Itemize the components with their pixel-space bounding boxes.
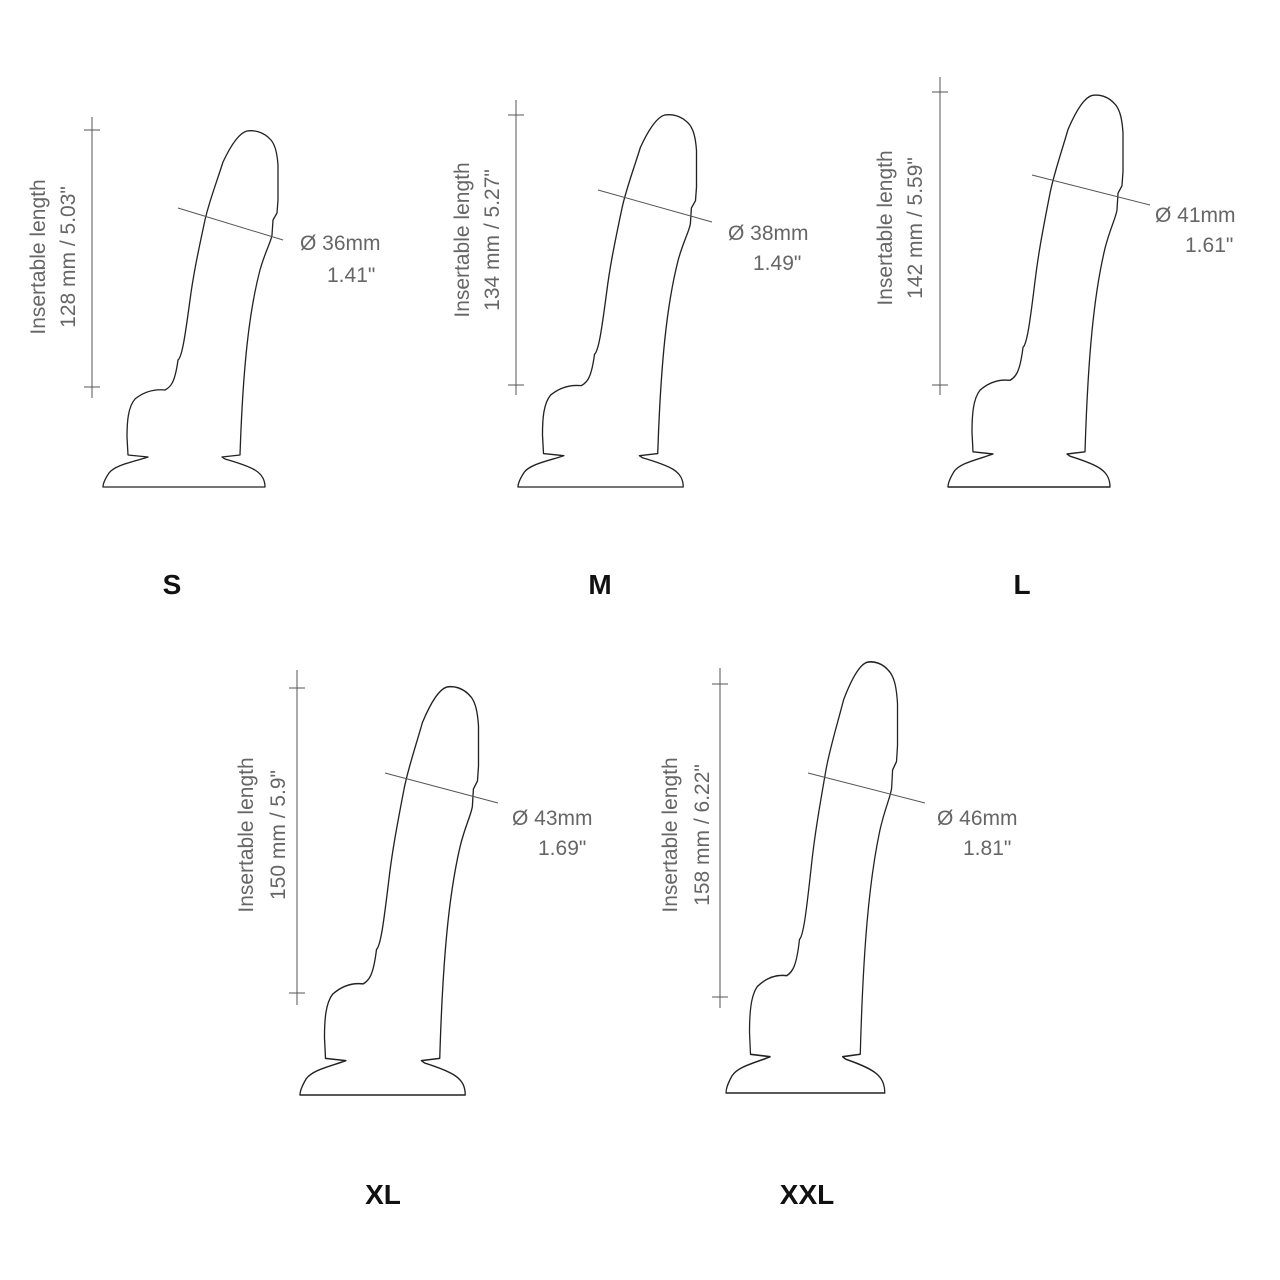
size-item-l: Insertable length 142 mm / 5.59" Ø 41mm 1.6… (874, 77, 1236, 600)
length-value: 142 mm / 5.59" (904, 157, 927, 299)
size-label: L (1013, 569, 1030, 600)
size-label: XXL (780, 1179, 834, 1210)
product-outline (725, 661, 899, 1094)
length-caption: Insertable length (27, 179, 50, 334)
diameter-line (177, 207, 284, 241)
length-value: 158 mm / 6.22" (691, 764, 714, 906)
size-label: S (163, 569, 182, 600)
diameter-inches: 1.49" (753, 252, 801, 275)
size-label: XL (365, 1179, 401, 1210)
length-caption: Insertable length (659, 757, 682, 912)
length-value: 134 mm / 5.27" (481, 169, 504, 311)
length-value: 150 mm / 5.9" (267, 770, 290, 900)
product-outline (947, 94, 1124, 488)
size-label: M (588, 569, 611, 600)
product-outline (102, 130, 279, 488)
diameter-inches: 1.61" (1185, 234, 1233, 257)
size-item-xl: Insertable length 150 mm / 5.9" Ø 43mm 1.69… (235, 670, 593, 1210)
size-item-m: Insertable length 134 mm / 5.27" Ø 38mm 1.4… (451, 100, 809, 600)
product-outline (299, 685, 480, 1096)
length-caption: Insertable length (451, 162, 474, 317)
diameter-inches: 1.41" (327, 264, 375, 287)
size-item-xxl: Insertable length 158 mm / 6.22" Ø 46mm 1.8… (659, 661, 1018, 1210)
diameter-line (1031, 174, 1151, 206)
length-caption: Insertable length (235, 757, 258, 912)
diameter-mm: Ø 43mm (512, 807, 593, 830)
diameter-mm: Ø 36mm (300, 232, 381, 255)
length-caption: Insertable length (874, 150, 897, 305)
diameter-mm: Ø 41mm (1155, 204, 1236, 227)
size-item-s: Insertable length 128 mm / 5.03" Ø 36mm 1.4… (27, 117, 381, 600)
diameter-line (597, 189, 713, 223)
length-value: 128 mm / 5.03" (57, 186, 80, 328)
product-outline (517, 113, 698, 488)
diameter-line (384, 772, 499, 804)
diameter-inches: 1.69" (538, 837, 586, 860)
diameter-mm: Ø 38mm (728, 222, 809, 245)
diameter-line (807, 772, 926, 804)
diameter-mm: Ø 46mm (937, 807, 1018, 830)
diameter-inches: 1.81" (963, 837, 1011, 860)
